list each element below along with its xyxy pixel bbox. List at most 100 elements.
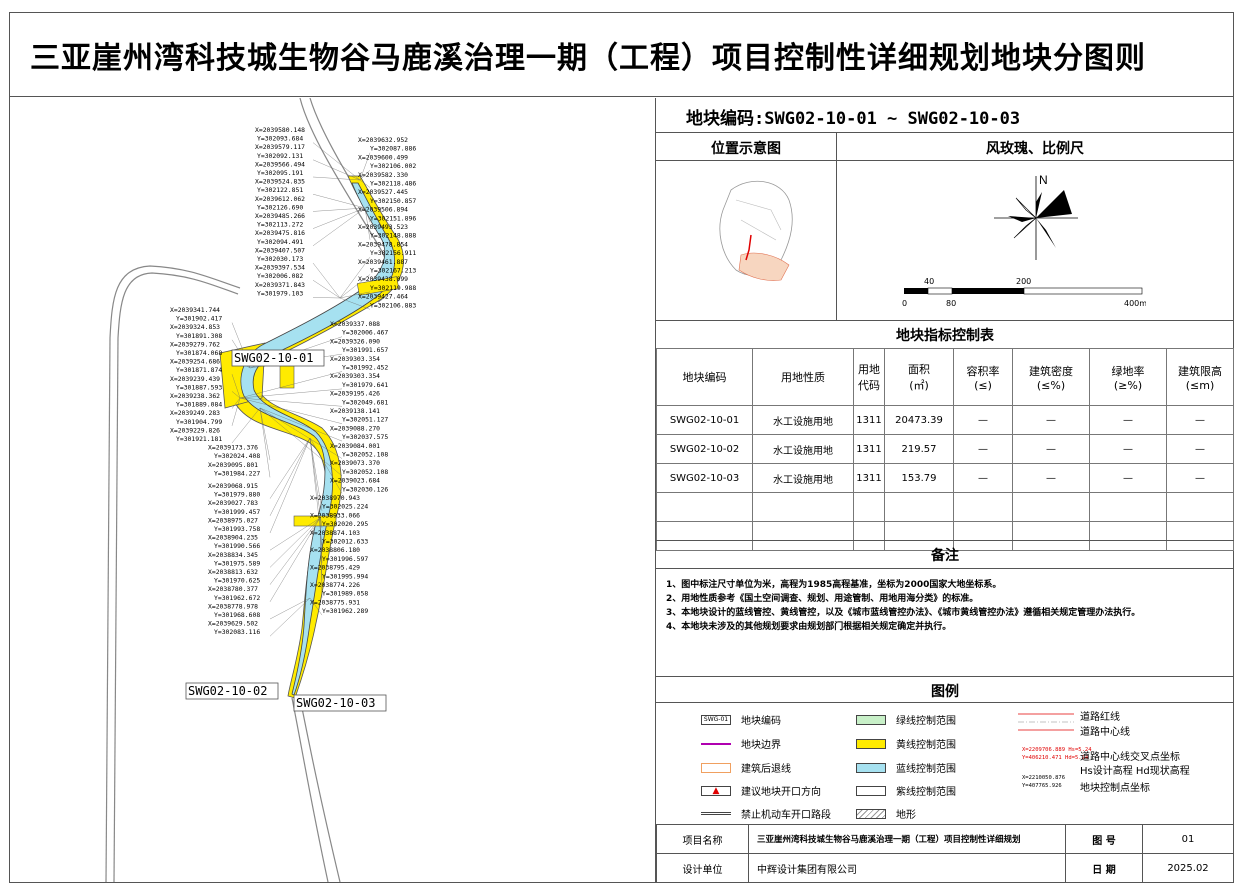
leader-line	[231, 397, 241, 409]
table-cell: —	[1012, 463, 1090, 493]
rose-petal	[1036, 190, 1072, 218]
coordinate-label: X=2039397.534	[255, 264, 305, 272]
coordinate-label: Y=302156.911	[370, 249, 416, 257]
leader-line	[312, 142, 361, 181]
coordinate-label: Y=302037.575	[342, 433, 388, 441]
coordinate-label: Y=301902.417	[176, 315, 222, 323]
legend-label: 地形	[896, 810, 916, 821]
coordinate-label: Y=301979.103	[257, 289, 303, 297]
drawing-frame	[9, 12, 1234, 883]
bridge-zone	[293, 515, 337, 527]
scale-seg	[927, 287, 953, 295]
legend-label: 地块编码	[741, 716, 781, 727]
table-cell: SWG02-10-03	[656, 463, 753, 493]
coordinate-label: X=2039341.744	[170, 306, 220, 314]
legend-swatch-boundary	[701, 742, 731, 745]
scale-tick: 40	[924, 277, 934, 286]
road-line	[105, 337, 111, 883]
leader-line	[312, 159, 361, 181]
legend-label: 绿线控制范围	[896, 716, 956, 727]
leader-line	[269, 517, 321, 585]
coordinate-label: Y=302106.002	[370, 162, 416, 170]
footer-table: 项目名称 三亚崖州湾科技城生物谷马鹿溪治理一期（工程）项目控制性详细规划 图 号…	[656, 824, 1234, 883]
scale-tick: 80	[946, 299, 956, 308]
coordinate-label: X=2039239.439	[170, 375, 220, 383]
coordinate-label: X=2038933.066	[310, 511, 360, 519]
coordinate-label: Y=301962.672	[214, 594, 260, 602]
parcel-label[interactable]: SWG02-10-03	[296, 696, 375, 710]
parcel-label-box	[293, 694, 387, 712]
leader-line	[312, 207, 366, 246]
legend-item: 黄线控制范围	[856, 736, 956, 751]
table-cell: 1311	[853, 405, 885, 435]
parcel-label-box	[185, 682, 279, 700]
legend-label: 建筑后退线	[741, 764, 791, 775]
rose-header: 风玫瑰、比例尺	[986, 141, 1084, 157]
coordinate-label: X=2039088.270	[330, 424, 380, 432]
leader-line	[269, 437, 311, 516]
footer-value: 2025.02	[1142, 853, 1234, 883]
table-cell: 219.57	[884, 434, 954, 464]
leader-line	[312, 262, 341, 299]
leader-line	[312, 194, 366, 209]
coordinate-label: Y=302051.127	[342, 416, 388, 424]
coordinate-label: X=2039254.686	[170, 358, 220, 366]
coordinate-label: Y=301891.308	[176, 332, 222, 340]
leader-line	[312, 207, 366, 229]
coordinate-label: Y=301979.880	[214, 491, 260, 499]
footer-value: 01	[1142, 824, 1234, 854]
table-cell	[1166, 492, 1234, 522]
leader-line	[359, 179, 371, 188]
table-cell	[656, 492, 753, 522]
table-cell	[1166, 521, 1234, 551]
scale-tick: 200	[1016, 277, 1031, 286]
coordinate-label: X=2038775.931	[310, 598, 360, 606]
legend-item: 禁止机动车开口路段	[701, 806, 831, 821]
thumbnail-highlight	[745, 234, 752, 261]
coordinate-label: Y=302083.116	[214, 628, 260, 636]
legend-swatch-no-access	[701, 811, 731, 816]
coordinate-label: Y=302119.988	[370, 284, 416, 292]
leader-line	[231, 374, 241, 399]
scale-tick: 400m	[1124, 299, 1146, 308]
coordinate-label: Y=301996.597	[322, 555, 368, 563]
coordinate-label: Y=302151.896	[370, 214, 416, 222]
legend-swatch-green	[856, 714, 886, 725]
table-cell: —	[953, 463, 1013, 493]
bridge-zone	[279, 365, 295, 389]
coordinate-label: X=2039461.887	[358, 258, 408, 266]
coordinate-label: X=2039027.783	[208, 499, 258, 507]
coordinate-label: Y=301984.227	[214, 469, 260, 477]
coordinate-label: Y=302025.224	[322, 503, 368, 511]
coordinate-label: Y=301999.457	[214, 508, 260, 516]
coordinate-label: Y=302093.684	[257, 135, 303, 143]
coordinate-label: X=2039506.894	[358, 206, 408, 214]
coordinate-label: X=2039173.376	[208, 444, 258, 452]
coordinate-label: X=2039371.843	[255, 281, 305, 289]
river-map: X=2039580.148Y=302093.684X=2039579.117Y=…	[105, 97, 416, 883]
coordinate-leader-lines	[231, 142, 371, 637]
table-cell	[884, 492, 954, 522]
footer-value: 三亚崖州湾科技城生物谷马鹿溪治理一期（工程）项目控制性详细规划	[748, 824, 1066, 854]
leader-line	[239, 397, 343, 407]
leader-line	[364, 207, 371, 223]
page-title: 三亚崖州湾科技城生物谷马鹿溪治理一期（工程）项目控制性详细规划地块分图则	[10, 13, 1233, 97]
coordinate-label: X=2038778.978	[208, 602, 258, 610]
coordinate-label: X=2039195.426	[330, 390, 380, 398]
scale-tick: 0	[902, 299, 907, 308]
parcel-label[interactable]: SWG02-10-01	[234, 351, 313, 365]
legend-item: Hs设计高程 Hd现状高程	[1080, 766, 1190, 777]
leader-line	[312, 176, 361, 181]
coordinate-label: Y=302087.886	[370, 145, 416, 153]
parcel-label[interactable]: SWG02-10-02	[188, 684, 267, 698]
coordinate-label: X=2039485.266	[255, 212, 305, 220]
table-cell: —	[953, 434, 1013, 464]
coordinate-label: X=2039438.099	[358, 275, 408, 283]
coordinate-labels: X=2039580.148Y=302093.684X=2039579.117Y=…	[170, 126, 416, 636]
legend-item: 紫线控制范围	[856, 783, 956, 798]
leader-line	[339, 291, 371, 299]
table-row	[656, 492, 1234, 522]
coordinate-label: Y=302006.467	[342, 329, 388, 337]
leader-line	[309, 597, 323, 616]
